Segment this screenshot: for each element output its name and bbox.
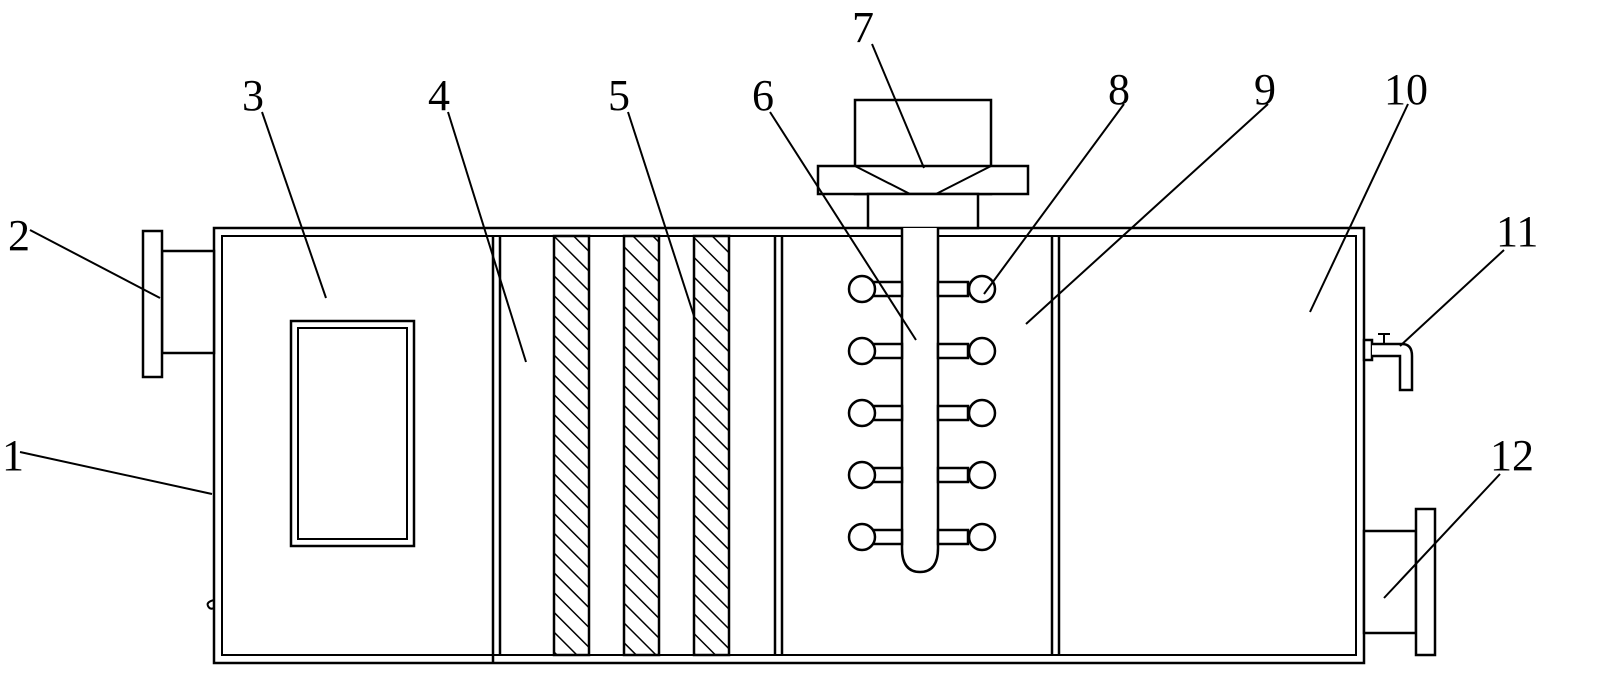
callout-4: 4 <box>428 71 450 120</box>
callout-6: 6 <box>752 71 774 120</box>
ball-row-4 <box>847 460 997 490</box>
callout-8: 8 <box>1108 65 1130 114</box>
rotating-shaft <box>900 228 940 574</box>
callout-5: 5 <box>608 71 630 120</box>
filter-plates <box>552 234 731 657</box>
observation-window <box>289 319 416 548</box>
ball-row-1 <box>847 274 997 304</box>
outlet-pipe <box>1362 507 1437 657</box>
ball-row-2 <box>847 336 997 366</box>
motor <box>816 98 1030 230</box>
partition-walls <box>491 236 1061 663</box>
inlet-pipe <box>141 229 216 379</box>
ball-row-3 <box>847 398 997 428</box>
callout-12: 12 <box>1490 431 1534 480</box>
ball-row-5 <box>847 522 997 552</box>
leader-lines <box>19 43 1505 599</box>
callout-10: 10 <box>1384 65 1428 114</box>
callout-1: 1 <box>2 431 24 480</box>
callout-9: 9 <box>1254 65 1276 114</box>
callout-labels: 1 2 3 4 5 6 7 8 9 10 11 12 <box>2 3 1538 480</box>
callout-11: 11 <box>1496 207 1538 256</box>
callout-2: 2 <box>8 211 30 260</box>
callout-7: 7 <box>852 3 874 52</box>
callout-3: 3 <box>242 71 264 120</box>
stirring-balls <box>847 274 997 552</box>
